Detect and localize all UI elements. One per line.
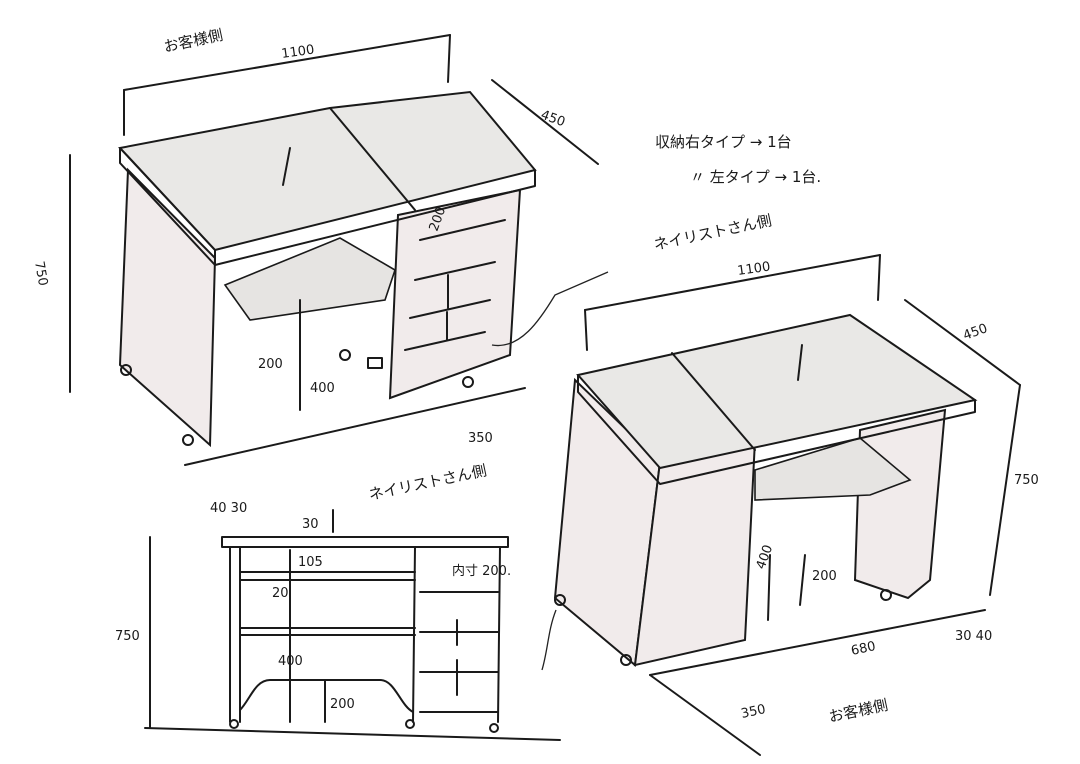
desk1-width: 1100 xyxy=(280,43,315,62)
desk-left-storage xyxy=(541,254,1021,756)
desk1-side-top-label: お客様側 xyxy=(162,26,224,56)
front-elevation xyxy=(144,509,561,741)
desk2-side-bottom-label: お客様側 xyxy=(827,696,889,726)
desk-right-storage xyxy=(69,34,609,466)
desk2-storage-width: 350 xyxy=(740,702,767,722)
elev-shelf-thickness: 20 xyxy=(272,586,289,601)
desk2-depth: 450 xyxy=(961,321,989,344)
desk1-shelf-height: 200 xyxy=(258,357,283,372)
desk1-height: 750 xyxy=(31,260,50,287)
desk1-shelf xyxy=(223,237,396,321)
desk2-opening-width: 680 xyxy=(850,639,877,659)
desk1-storage-width: 350 xyxy=(468,431,493,446)
elev-height: 750 xyxy=(115,629,140,644)
desk2-shelf xyxy=(754,437,912,501)
elev-inner-height: 内寸 200. xyxy=(452,563,511,579)
desk2-width: 1100 xyxy=(736,260,771,279)
desk2-side-top-label: ネイリストさん側 xyxy=(652,211,773,254)
desk2-height: 750 xyxy=(1014,473,1039,488)
elev-knee-height: 400 xyxy=(278,654,303,669)
desk2-leg-dims: 30 40 xyxy=(955,629,992,644)
elev-shelf-gap: 105 xyxy=(298,555,323,570)
desk1-depth: 450 xyxy=(539,108,567,131)
elev-cutout-height: 200 xyxy=(330,697,355,712)
desk1-side-bottom-label: ネイリストさん側 xyxy=(367,461,488,504)
desk2-right-panel xyxy=(853,408,947,600)
desk2-shelf-height: 200 xyxy=(812,569,837,584)
note-line-1: 収納右タイプ → 1台 xyxy=(655,133,792,151)
note-line-2: 〃 左タイプ → 1台. xyxy=(690,168,821,186)
desk1-leg-dims: 40 30 xyxy=(210,501,247,516)
desk1-knee-height: 400 xyxy=(310,381,335,396)
elev-top-thickness: 30 xyxy=(302,517,319,532)
desk2-knee-height: 400 xyxy=(754,543,777,571)
